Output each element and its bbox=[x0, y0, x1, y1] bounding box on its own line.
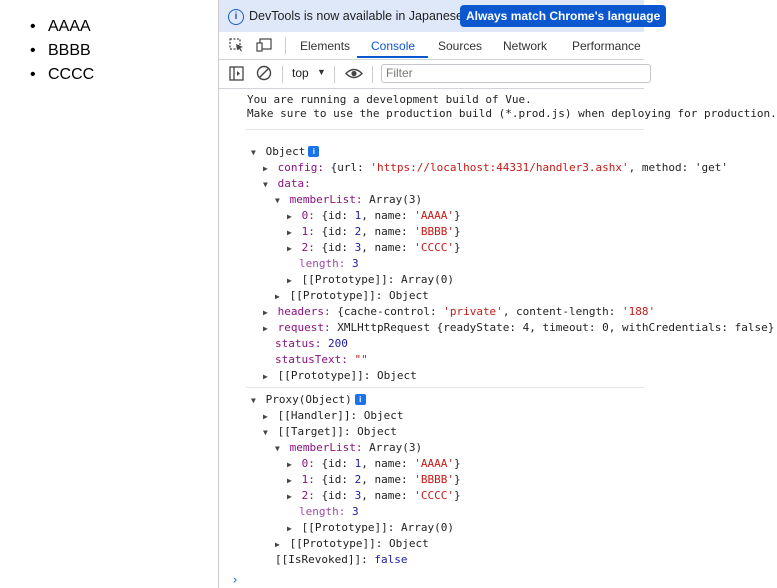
web-page: AAAA BBBB CCCC bbox=[0, 0, 218, 588]
collapse-triangle-icon[interactable]: ▶ bbox=[263, 164, 268, 173]
tree-node-prototype[interactable]: ▶ [[Prototype]]: Object bbox=[275, 536, 429, 552]
collapse-triangle-icon[interactable]: ▶ bbox=[263, 324, 268, 333]
collapse-triangle-icon[interactable]: ▶ bbox=[287, 228, 292, 237]
console-output: You are running a development build of V… bbox=[219, 89, 777, 588]
list-item: BBBB bbox=[30, 39, 94, 63]
tab-console[interactable]: Console bbox=[371, 39, 416, 53]
collapse-triangle-icon[interactable]: ▶ bbox=[287, 476, 292, 485]
collapse-triangle-icon[interactable]: ▶ bbox=[263, 372, 268, 381]
collapse-triangle-icon[interactable]: ▶ bbox=[275, 540, 280, 549]
tree-node-handler[interactable]: ▶ [[Handler]]: Object bbox=[263, 408, 403, 424]
message-divider bbox=[246, 387, 644, 388]
expand-triangle-icon[interactable]: ▼ bbox=[251, 148, 256, 157]
expand-triangle-icon[interactable]: ▼ bbox=[275, 444, 280, 453]
tree-node-memberlist[interactable]: ▼ memberList: Array(3) bbox=[275, 192, 422, 208]
tree-node-member[interactable]: ▶ 0: {id: 1, name: 'AAAA'} bbox=[287, 208, 461, 224]
collapse-triangle-icon[interactable]: ▶ bbox=[287, 492, 292, 501]
console-toolbar: top ▼ Filter bbox=[219, 60, 651, 89]
devtools-panel: i DevTools is now available in Japanese!… bbox=[218, 0, 777, 588]
devtools-tabbar: Elements Console Sources Network Perform… bbox=[219, 32, 644, 60]
tab-network[interactable]: Network bbox=[503, 39, 548, 53]
sidebar-toggle-icon[interactable] bbox=[229, 66, 244, 81]
collapse-triangle-icon[interactable]: ▶ bbox=[287, 276, 292, 285]
infobar-message: DevTools is now available in Japanese! bbox=[249, 9, 467, 23]
tree-node-length: length: 3 bbox=[299, 257, 359, 270]
info-badge-icon[interactable]: i bbox=[308, 146, 320, 157]
tree-node-target[interactable]: ▼ [[Target]]: Object bbox=[263, 424, 397, 440]
console-message: You are running a development build of V… bbox=[247, 93, 532, 106]
collapse-triangle-icon[interactable]: ▶ bbox=[287, 244, 292, 253]
tree-node-member[interactable]: ▶ 2: {id: 3, name: 'CCCC'} bbox=[287, 240, 461, 256]
tree-node-request[interactable]: ▶ request: XMLHttpRequest {readyState: 4… bbox=[263, 320, 774, 336]
clear-console-icon[interactable] bbox=[256, 65, 272, 81]
toolbar-separator bbox=[282, 66, 283, 83]
match-language-button[interactable]: Always match Chrome's language bbox=[460, 5, 667, 27]
tab-performance[interactable]: Performance bbox=[572, 39, 641, 53]
info-icon: i bbox=[228, 9, 244, 25]
tree-node-member[interactable]: ▶ 0: {id: 1, name: 'AAAA'} bbox=[287, 456, 461, 472]
tree-node-statustext: statusText: "" bbox=[275, 353, 368, 366]
tab-elements[interactable]: Elements bbox=[300, 39, 351, 53]
eye-icon[interactable] bbox=[345, 67, 363, 80]
collapse-triangle-icon[interactable]: ▶ bbox=[287, 524, 292, 533]
list-item: AAAA bbox=[30, 15, 94, 39]
info-badge-icon[interactable]: i bbox=[354, 394, 366, 405]
collapse-triangle-icon[interactable]: ▶ bbox=[263, 308, 268, 317]
list-item: CCCC bbox=[30, 63, 94, 87]
collapse-triangle-icon[interactable]: ▶ bbox=[275, 292, 280, 301]
tree-node-prototype[interactable]: ▶ [[Prototype]]: Object bbox=[275, 288, 429, 304]
tree-node-prototype[interactable]: ▶ [[Prototype]]: Array(0) bbox=[287, 520, 454, 536]
inspect-element-icon[interactable] bbox=[229, 38, 245, 52]
expand-triangle-icon[interactable]: ▼ bbox=[251, 396, 256, 405]
console-message: Make sure to use the production build (*… bbox=[247, 107, 777, 120]
tree-node-headers[interactable]: ▶ headers: {cache-control: 'private', co… bbox=[263, 304, 655, 320]
expand-triangle-icon[interactable]: ▼ bbox=[275, 196, 280, 205]
toolbar-separator bbox=[372, 66, 373, 83]
console-prompt-icon[interactable]: › bbox=[231, 573, 239, 588]
tree-node-config[interactable]: ▶ config: {url: 'https://localhost:44331… bbox=[263, 160, 728, 176]
filter-input[interactable]: Filter bbox=[381, 64, 651, 83]
expand-triangle-icon[interactable]: ▼ bbox=[263, 180, 268, 189]
member-list: AAAA BBBB CCCC bbox=[30, 15, 94, 87]
collapse-triangle-icon[interactable]: ▶ bbox=[263, 412, 268, 421]
language-infobar: i DevTools is now available in Japanese!… bbox=[219, 0, 667, 32]
tree-node-status: status: 200 bbox=[275, 337, 348, 350]
tree-node-memberlist[interactable]: ▼ memberList: Array(3) bbox=[275, 440, 422, 456]
tree-node-isrevoked: [[IsRevoked]]: false bbox=[275, 553, 408, 566]
chevron-down-icon[interactable]: ▼ bbox=[317, 67, 326, 77]
expand-triangle-icon[interactable]: ▼ bbox=[263, 428, 268, 437]
collapse-triangle-icon[interactable]: ▶ bbox=[287, 212, 292, 221]
tree-node-member[interactable]: ▶ 2: {id: 3, name: 'CCCC'} bbox=[287, 488, 461, 504]
tree-node-member[interactable]: ▶ 1: {id: 2, name: 'BBBB'} bbox=[287, 224, 461, 240]
tree-node-data[interactable]: ▼ data: bbox=[263, 176, 311, 192]
device-toolbar-icon[interactable] bbox=[256, 38, 272, 52]
tree-node-length: length: 3 bbox=[299, 505, 359, 518]
tree-node-prototype[interactable]: ▶ [[Prototype]]: Array(0) bbox=[287, 272, 454, 288]
tab-sources[interactable]: Sources bbox=[438, 39, 483, 53]
tab-separator bbox=[285, 37, 286, 54]
tree-node-proxy[interactable]: ▼ Proxy(Object)i bbox=[251, 392, 366, 408]
tree-node-member[interactable]: ▶ 1: {id: 2, name: 'BBBB'} bbox=[287, 472, 461, 488]
context-selector[interactable]: top bbox=[292, 66, 309, 80]
tree-node-prototype[interactable]: ▶ [[Prototype]]: Object bbox=[263, 368, 417, 384]
toolbar-separator bbox=[334, 66, 335, 83]
message-divider bbox=[246, 129, 644, 130]
collapse-triangle-icon[interactable]: ▶ bbox=[287, 460, 292, 469]
active-tab-indicator bbox=[357, 56, 428, 58]
